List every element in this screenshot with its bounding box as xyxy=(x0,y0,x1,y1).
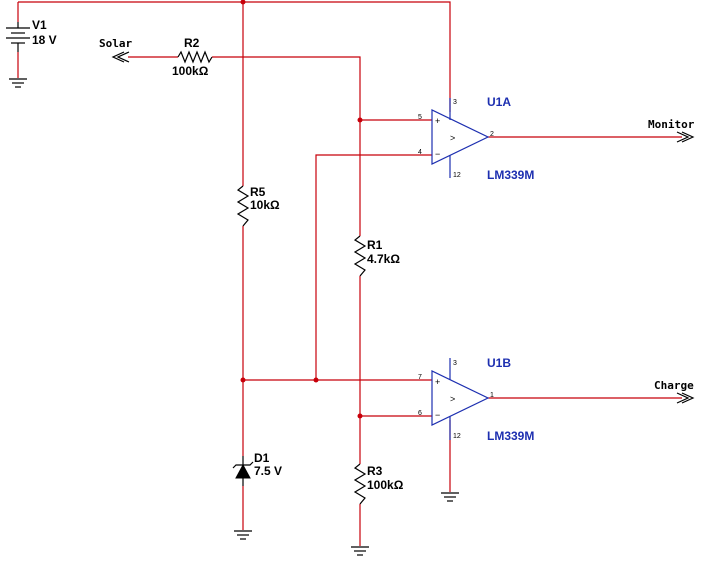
r5-value-label: 10kΩ xyxy=(250,198,280,212)
ground-u1b-icon xyxy=(441,492,459,502)
r2-value-label: 100kΩ xyxy=(172,64,209,78)
wire-top-rail xyxy=(18,1,451,112)
u1b-ref-label: U1B xyxy=(487,356,511,370)
u1b-minus-sign: − xyxy=(435,410,440,420)
zener-diode-d1: D1 7.5 V xyxy=(232,451,282,486)
comparator-u1b: + − > 7 6 3 1 12 U1B LM339M xyxy=(418,356,534,443)
u1b-part-label: LM339M xyxy=(487,429,534,443)
u1b-pin-vplus: 3 xyxy=(453,360,457,367)
ground-r3-icon xyxy=(351,546,369,556)
junction-ref-left xyxy=(240,377,246,383)
u1b-pin-gnd: 12 xyxy=(453,433,461,440)
monitor-net-label: Monitor xyxy=(648,118,695,131)
d1-value-label: 7.5 V xyxy=(254,464,282,478)
r3-ref-label: R3 xyxy=(367,464,383,478)
u1a-plus-sign: + xyxy=(435,116,440,126)
charge-net-label: Charge xyxy=(654,379,694,392)
u1a-pin-out: 2 xyxy=(490,131,494,138)
u1a-ref-label: U1A xyxy=(487,95,511,109)
u1b-pin-in-minus: 6 xyxy=(418,410,422,417)
junction-u1a-plus xyxy=(357,117,363,123)
wires xyxy=(17,1,682,546)
u1a-part-label: LM339M xyxy=(487,168,534,182)
junctions xyxy=(240,0,363,419)
battery-v1: V1 18 V xyxy=(6,18,57,52)
d1-ref-label: D1 xyxy=(254,451,270,465)
net-flag-charge: Charge xyxy=(654,379,695,404)
u1b-pin-out: 1 xyxy=(490,392,494,399)
r1-ref-label: R1 xyxy=(367,238,383,252)
v1-value-label: 18 V xyxy=(32,33,57,47)
u1a-pin-gnd: 12 xyxy=(453,172,461,179)
ground-d1-icon xyxy=(234,530,252,540)
u1a-pin-in-minus: 4 xyxy=(418,149,422,156)
resistor-r3: R3 100kΩ xyxy=(353,463,404,505)
u1b-compare-sign: > xyxy=(450,394,455,404)
r2-ref-label: R2 xyxy=(184,36,200,50)
v1-ref-label: V1 xyxy=(32,18,47,32)
u1a-compare-sign: > xyxy=(450,133,455,143)
comparator-u1a: + − > 5 4 3 2 12 U1A LM339M xyxy=(418,95,534,182)
junction-u1b-minus xyxy=(357,413,363,419)
junction-ref-mid xyxy=(313,377,319,383)
r3-value-label: 100kΩ xyxy=(367,478,404,492)
u1a-minus-sign: − xyxy=(435,149,440,159)
u1a-pin-vplus: 3 xyxy=(453,99,457,106)
u1a-pin-in-plus: 5 xyxy=(418,114,422,121)
solar-net-label: Solar xyxy=(99,37,132,50)
junction-top-rail xyxy=(240,0,246,5)
wire-u1a-in-minus xyxy=(315,154,432,380)
resistor-r5: R5 10kΩ xyxy=(236,185,280,227)
wire-r2-r1 xyxy=(212,56,361,236)
r1-value-label: 4.7kΩ xyxy=(367,252,400,266)
net-flag-monitor: Monitor xyxy=(648,118,695,143)
u1b-plus-sign: + xyxy=(435,377,440,387)
resistor-r2: R2 100kΩ xyxy=(172,36,213,78)
resistor-r1: R1 4.7kΩ xyxy=(353,235,400,277)
ground-v1-icon xyxy=(9,78,27,88)
r5-ref-label: R5 xyxy=(250,185,266,199)
u1b-pin-in-plus: 7 xyxy=(418,374,422,381)
net-flag-solar: Solar xyxy=(99,37,132,63)
